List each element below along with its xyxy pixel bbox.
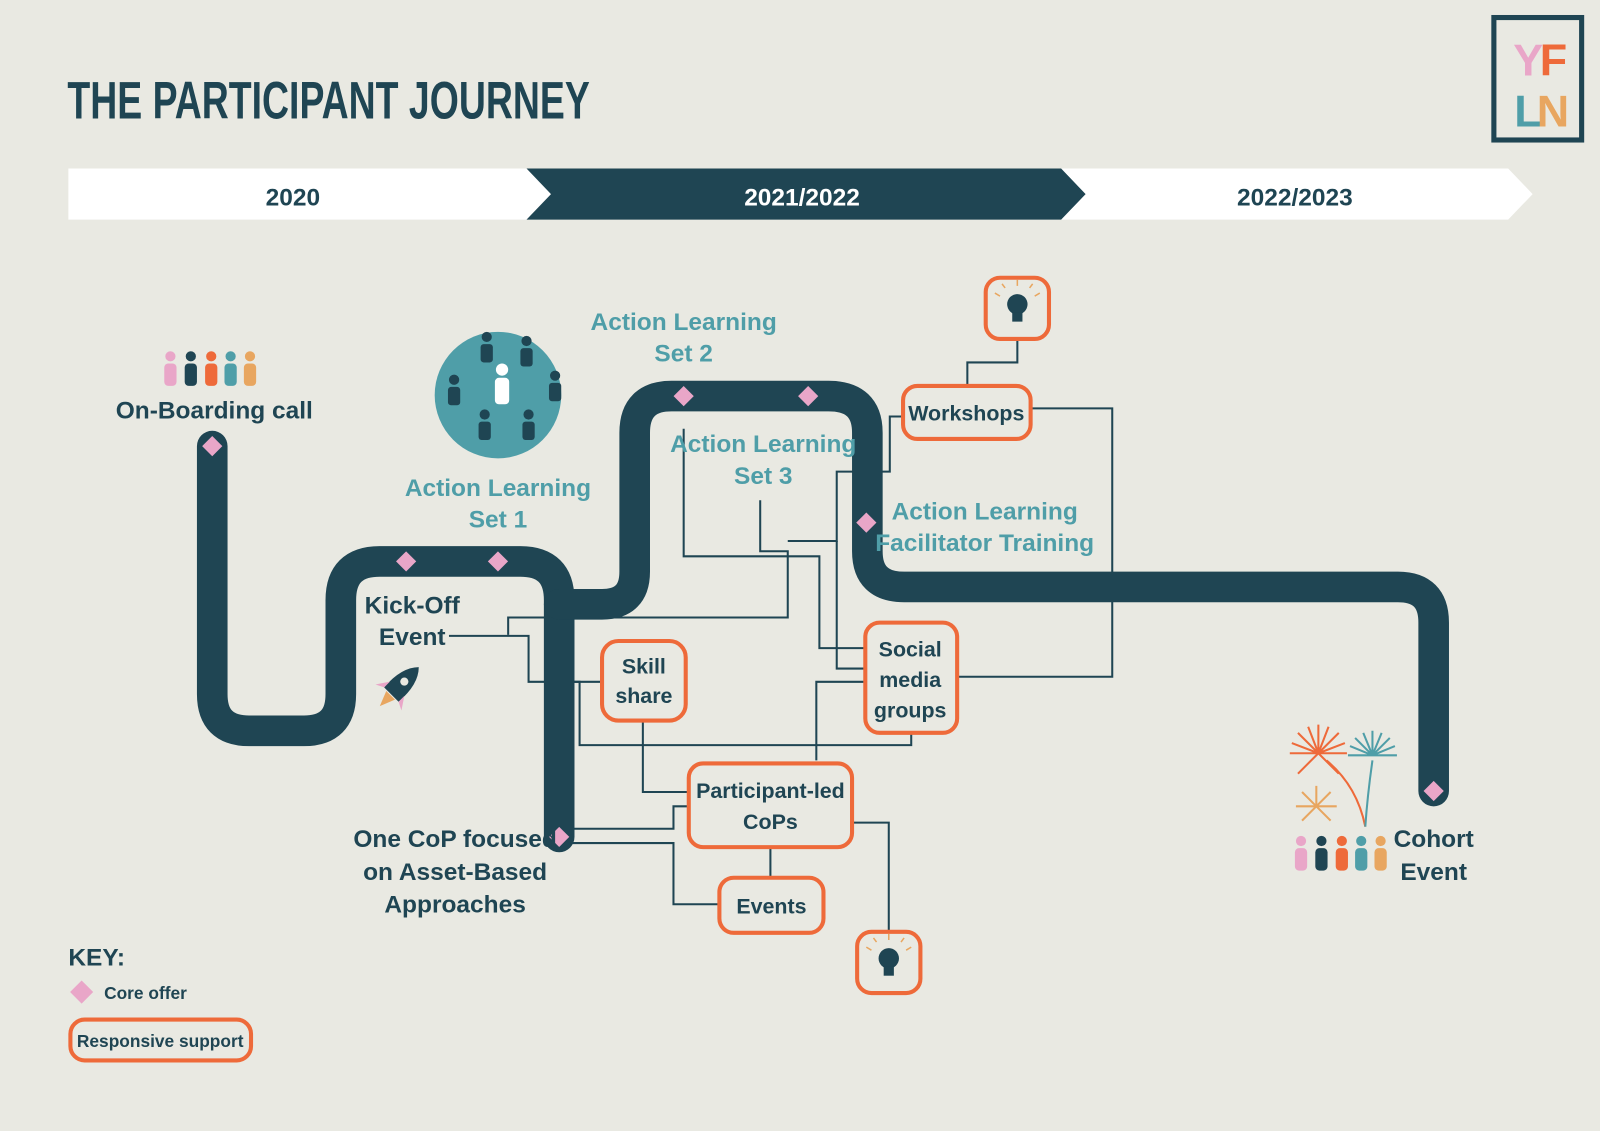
- events-box: Events: [717, 875, 826, 935]
- logo: Y F L N: [1491, 14, 1585, 143]
- timeline-2022-2023: 2022/2023: [1237, 184, 1353, 211]
- connector-lines: [448, 338, 1114, 932]
- workshops-box: Workshops: [901, 383, 1033, 442]
- svg-text:F: F: [1540, 35, 1567, 86]
- legend-core-offer: Core offer: [104, 983, 187, 1003]
- rocket-icon: [375, 667, 419, 711]
- timeline-2021-2022: 2021/2022: [744, 184, 860, 211]
- svg-text:Y: Y: [1513, 35, 1543, 86]
- svg-text:L: L: [1514, 86, 1541, 137]
- lightbulb-icon: [983, 275, 1052, 342]
- timeline-2020: 2020: [266, 184, 320, 211]
- svg-text:Workshops: Workshops: [908, 402, 1024, 426]
- group-circle-icon: [434, 331, 562, 459]
- fireworks-icon: [1289, 724, 1397, 827]
- lightbulb-icon: [855, 929, 923, 996]
- svg-text:Events: Events: [736, 894, 806, 918]
- page-title: THE PARTICIPANT JOURNEY: [67, 72, 589, 131]
- legend-responsive-support: Responsive support: [77, 1031, 244, 1051]
- onboarding-label: On-Boarding call: [116, 398, 313, 425]
- timeline-banner: 2020 2021/2022 2022/2023: [68, 168, 1533, 220]
- people-icon: [1294, 835, 1387, 871]
- legend-heading: KEY:: [68, 945, 125, 972]
- people-icon: [164, 351, 257, 386]
- svg-text:N: N: [1537, 86, 1569, 137]
- journey-road: [196, 380, 1449, 853]
